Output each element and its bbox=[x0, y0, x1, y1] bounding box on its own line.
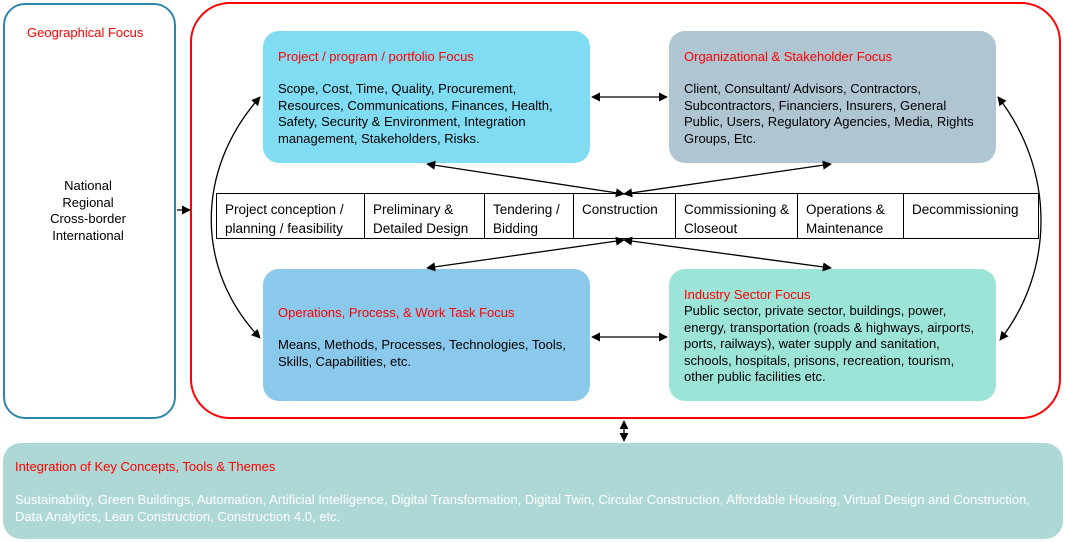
project-phases-row: Project conception / planning / feasibil… bbox=[216, 193, 1039, 239]
geo-item-international: International bbox=[52, 227, 124, 243]
phase-operations: Operations & Maintenance bbox=[798, 194, 904, 238]
organizational-focus-card: Organizational & Stakeholder Focus Clien… bbox=[669, 31, 996, 163]
integration-body: Sustainability, Green Buildings, Automat… bbox=[15, 492, 1030, 524]
organizational-focus-title: Organizational & Stakeholder Focus bbox=[684, 49, 893, 64]
project-lifecycle-frame bbox=[190, 2, 1061, 419]
project-focus-card: Project / program / portfolio Focus Scop… bbox=[263, 31, 590, 163]
phase-design: Preliminary & Detailed Design bbox=[365, 194, 485, 238]
geographical-focus-title: Geographical Focus bbox=[27, 25, 144, 40]
geographical-focus-box bbox=[3, 3, 176, 419]
phase-decommissioning: Decommissioning bbox=[912, 202, 1019, 217]
organizational-focus-body: Client, Consultant/ Advisors, Contractor… bbox=[684, 81, 974, 146]
geo-item-regional: Regional bbox=[62, 194, 114, 210]
geo-item-cross-border: Cross-border bbox=[50, 211, 126, 226]
project-focus-title: Project / program / portfolio Focus bbox=[278, 49, 474, 64]
industry-focus-body: Public sector, private sector, buildings… bbox=[684, 303, 975, 384]
geographical-focus-list: National Regional Cross-border Internati… bbox=[0, 178, 176, 244]
operations-focus-card: Operations, Process, & Work Task Focus M… bbox=[263, 269, 590, 401]
phase-tendering: Tendering / Bidding bbox=[485, 194, 574, 238]
integration-title: Integration of Key Concepts, Tools & The… bbox=[15, 459, 276, 474]
geo-item-national: National bbox=[64, 178, 112, 193]
project-focus-body: Scope, Cost, Time, Quality, Procurement,… bbox=[278, 81, 553, 146]
industry-focus-title: Industry Sector Focus bbox=[684, 287, 811, 302]
industry-focus-card: Industry Sector Focus Public sector, pri… bbox=[669, 269, 996, 401]
integration-box: Integration of Key Concepts, Tools & The… bbox=[3, 443, 1063, 539]
phase-construction: Construction bbox=[574, 194, 676, 238]
operations-focus-body: Means, Methods, Processes, Technologies,… bbox=[278, 337, 566, 369]
phase-conception: Project conception / planning / feasibil… bbox=[217, 194, 365, 238]
phase-commissioning: Commissioning & Closeout bbox=[676, 194, 798, 238]
operations-focus-title: Operations, Process, & Work Task Focus bbox=[278, 305, 515, 320]
